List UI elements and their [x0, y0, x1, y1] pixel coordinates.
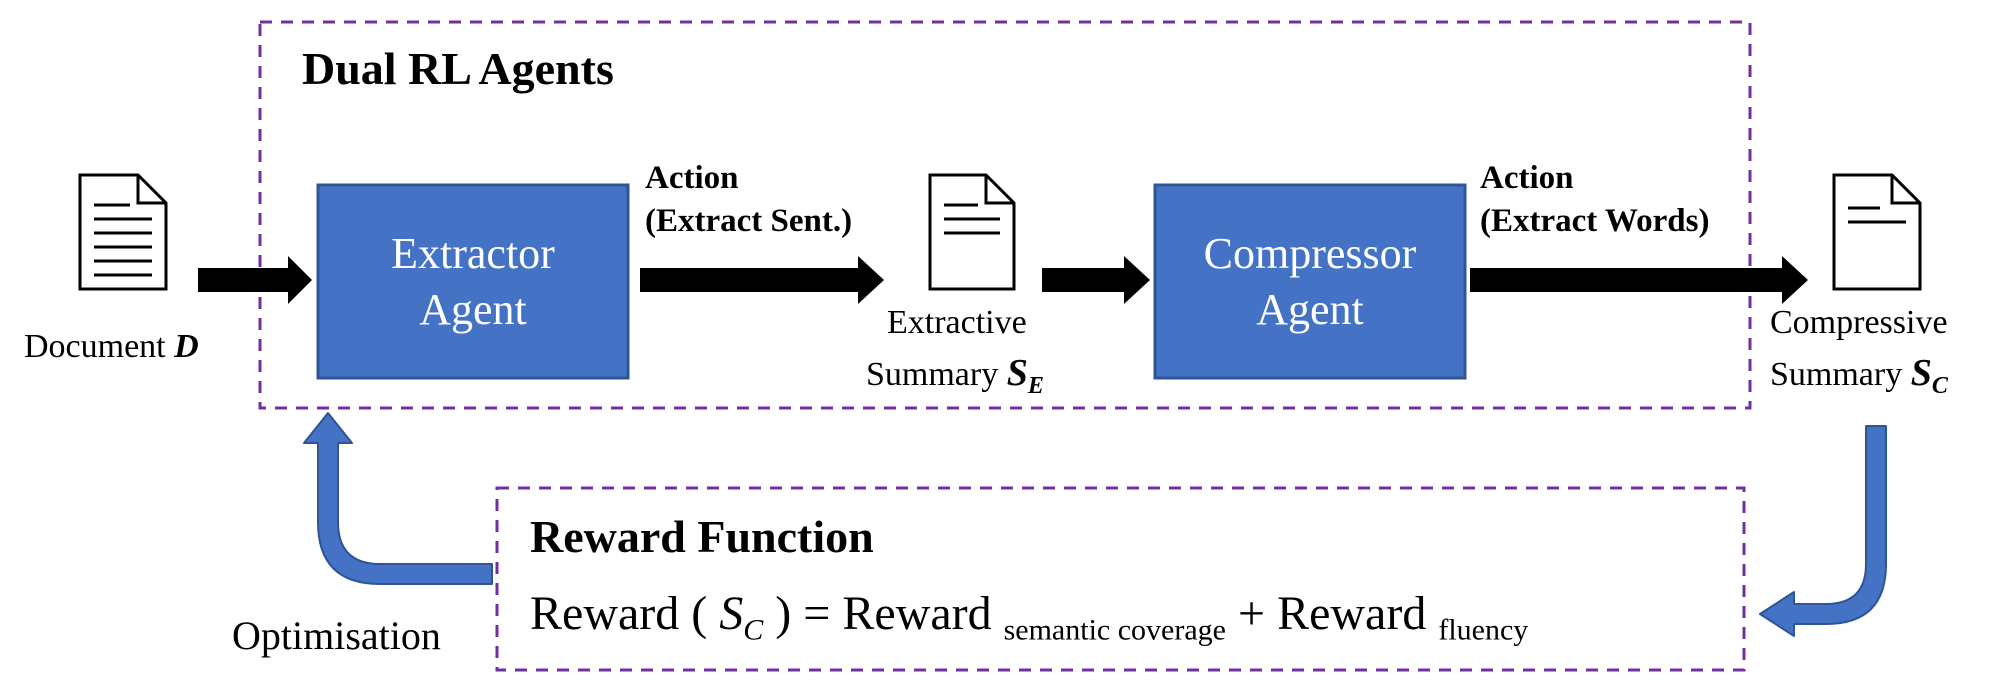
document-label: Document D: [24, 330, 199, 364]
reward-term2-subscript: fluency: [1438, 613, 1529, 647]
reward-equals: ) = Reward: [775, 587, 992, 640]
reward-term1-subscript: semantic coverage: [1003, 613, 1226, 647]
extractor-agent-line1: Extractor: [391, 229, 555, 278]
compressor-agent-box: [1153, 183, 1467, 380]
reward-function-title: Reward Function: [530, 511, 874, 562]
action1-label-line1: Action: [645, 160, 739, 196]
compressive-summary-word: Summary: [1770, 356, 1903, 393]
reward-equation: Reward ( SC ) = Reward semantic coverage…: [530, 590, 1528, 646]
reward-lhs-symbol: S: [719, 587, 744, 640]
compressive-summary-subscript: C: [1931, 372, 1948, 399]
dual-agents-group-border: [258, 20, 1752, 410]
extractive-summary-label-line1: Extractive: [887, 304, 1027, 341]
extractor-agent-label: Extractor Agent: [318, 226, 628, 338]
compressive-summary-icon: [1832, 173, 1922, 291]
compressor-agent-line2: Agent: [1256, 285, 1364, 334]
extractor-agent-box: [316, 183, 630, 380]
optimisation-label: Optimisation: [232, 613, 441, 658]
extractive-summary-icon: [928, 173, 1016, 291]
action2-label-line2: (Extract Words): [1480, 203, 1710, 239]
extractive-summary-word: Summary: [866, 356, 999, 393]
arrow-summary-to-reward: [1759, 425, 1887, 637]
dual-agents-title: Dual RL Agents: [302, 43, 614, 94]
extractor-agent-line2: Agent: [419, 285, 527, 334]
arrow-extractor-to-summary: [640, 256, 884, 304]
extractive-summary-label-line2: Summary SE: [866, 354, 1044, 399]
compressor-agent-line1: Compressor: [1203, 229, 1417, 278]
arrow-optimisation-to-extractor: [303, 412, 493, 585]
arrow-document-to-extractor: [198, 256, 312, 304]
reward-lhs: Reward (: [530, 587, 708, 640]
arrow-summary-to-compressor: [1042, 256, 1150, 304]
document-icon: [78, 173, 168, 291]
reward-plus: + Reward: [1238, 587, 1427, 640]
extractive-summary-subscript: E: [1027, 372, 1044, 399]
action2-label-line1: Action: [1480, 160, 1574, 196]
compressive-summary-label-line1: Compressive: [1770, 304, 1948, 341]
compressor-agent-label: Compressor Agent: [1155, 226, 1465, 338]
extractive-summary-symbol: S: [1006, 352, 1028, 394]
arrow-compressor-to-summary: [1470, 256, 1808, 304]
document-label-text: Document: [24, 328, 166, 365]
action1-label-line2: (Extract Sent.): [645, 203, 853, 239]
compressive-summary-symbol: S: [1910, 352, 1932, 394]
compressive-summary-label-line2: Summary SC: [1770, 354, 1948, 399]
reward-lhs-subscript: C: [743, 613, 764, 647]
document-symbol: D: [174, 328, 199, 365]
